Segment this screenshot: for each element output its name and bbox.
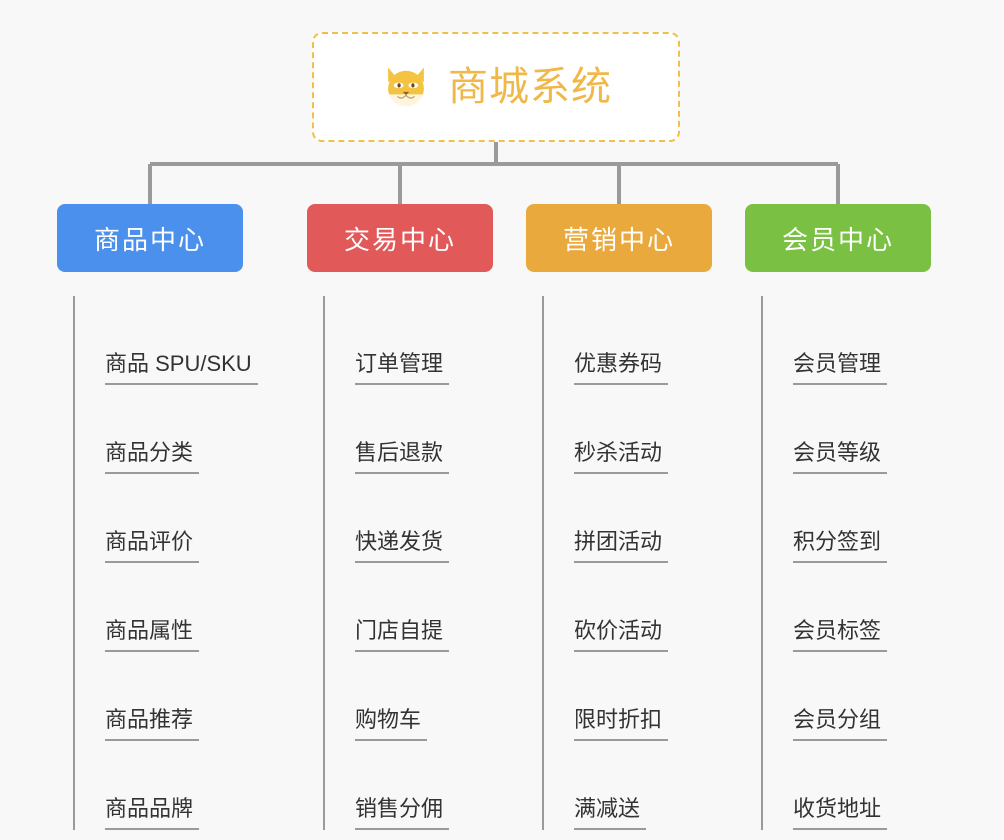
branch-column: 商品中心商品 SPU/SKU 商品分类商品评价商品属性商品推荐商品品牌 bbox=[57, 204, 258, 830]
leaf-label: 门店自提 bbox=[355, 616, 450, 652]
branch-title: 商品中心 bbox=[93, 224, 206, 255]
leaf-label: 会员分组 bbox=[793, 705, 888, 741]
leaf-label: 购物车 bbox=[355, 705, 428, 741]
leaf-node[interactable]: 商品评价 bbox=[73, 474, 243, 563]
leaf-node[interactable]: 销售分佣 bbox=[323, 741, 493, 830]
branch-title: 会员中心 bbox=[781, 224, 894, 255]
leaf-label: 秒杀活动 bbox=[574, 438, 669, 474]
branch-column: 交易中心订单管理售后退款快递发货门店自提购物车销售分佣 bbox=[307, 204, 493, 830]
leaf-node[interactable]: 会员管理 bbox=[761, 296, 931, 385]
branch-spine bbox=[761, 296, 763, 830]
branch-items: 订单管理售后退款快递发货门店自提购物车销售分佣 bbox=[307, 296, 493, 830]
leaf-label: 快递发货 bbox=[355, 527, 450, 563]
leaf-node[interactable]: 商品分类 bbox=[73, 385, 243, 474]
leaf-label: 商品属性 bbox=[105, 616, 200, 652]
leaf-node[interactable]: 优惠券码 bbox=[542, 296, 712, 385]
branch-header[interactable]: 会员中心 bbox=[745, 204, 931, 272]
root-title: 商城系统 bbox=[448, 65, 612, 109]
leaf-node[interactable]: 订单管理 bbox=[323, 296, 493, 385]
leaf-label: 收货地址 bbox=[793, 794, 888, 830]
leaf-node[interactable]: 门店自提 bbox=[323, 563, 493, 652]
leaf-node[interactable]: 会员标签 bbox=[761, 563, 931, 652]
branch-items: 优惠券码秒杀活动拼团活动砍价活动限时折扣满减送 bbox=[526, 296, 712, 830]
leaf-label: 拼团活动 bbox=[574, 527, 669, 563]
leaf-node[interactable]: 砍价活动 bbox=[542, 563, 712, 652]
leaf-node[interactable]: 购物车 bbox=[323, 652, 493, 741]
leaf-node[interactable]: 拼团活动 bbox=[542, 474, 712, 563]
leaf-label: 会员等级 bbox=[793, 438, 888, 474]
leaf-label: 商品分类 bbox=[105, 438, 200, 474]
branch-title: 交易中心 bbox=[343, 224, 456, 255]
leaf-node[interactable]: 满减送 bbox=[542, 741, 712, 830]
shiba-dog-face-icon bbox=[388, 67, 424, 107]
branch-items: 商品 SPU/SKU 商品分类商品评价商品属性商品推荐商品品牌 bbox=[57, 296, 258, 830]
leaf-node[interactable]: 会员分组 bbox=[761, 652, 931, 741]
leaf-node[interactable]: 售后退款 bbox=[323, 385, 493, 474]
leaf-node[interactable]: 限时折扣 bbox=[542, 652, 712, 741]
leaf-label: 优惠券码 bbox=[574, 349, 669, 385]
branch-header[interactable]: 交易中心 bbox=[307, 204, 493, 272]
branch-column: 营销中心优惠券码秒杀活动拼团活动砍价活动限时折扣满减送 bbox=[526, 204, 712, 830]
root-node[interactable]: 商城系统 bbox=[312, 32, 680, 142]
branch-header[interactable]: 商品中心 bbox=[57, 204, 243, 272]
leaf-label: 商品 SPU/SKU bbox=[105, 349, 258, 385]
branch-spine bbox=[542, 296, 544, 830]
leaf-label: 商品推荐 bbox=[105, 705, 200, 741]
leaf-node[interactable]: 商品品牌 bbox=[73, 741, 243, 830]
leaf-node[interactable]: 商品 SPU/SKU bbox=[73, 296, 258, 385]
leaf-label: 会员管理 bbox=[793, 349, 888, 385]
leaf-label: 砍价活动 bbox=[574, 616, 669, 652]
branch-title: 营销中心 bbox=[562, 224, 675, 255]
leaf-node[interactable]: 会员等级 bbox=[761, 385, 931, 474]
leaf-label: 销售分佣 bbox=[355, 794, 450, 830]
leaf-node[interactable]: 收货地址 bbox=[761, 741, 931, 830]
branch-column: 会员中心会员管理会员等级积分签到会员标签会员分组收货地址 bbox=[745, 204, 931, 830]
leaf-label: 满减送 bbox=[574, 794, 647, 830]
leaf-label: 商品评价 bbox=[105, 527, 200, 563]
leaf-label: 售后退款 bbox=[355, 438, 450, 474]
leaf-node[interactable]: 商品推荐 bbox=[73, 652, 243, 741]
leaf-label: 商品品牌 bbox=[105, 794, 200, 830]
leaf-label: 限时折扣 bbox=[574, 705, 669, 741]
leaf-node[interactable]: 快递发货 bbox=[323, 474, 493, 563]
leaf-label: 订单管理 bbox=[355, 349, 450, 385]
branch-items: 会员管理会员等级积分签到会员标签会员分组收货地址 bbox=[745, 296, 931, 830]
leaf-node[interactable]: 积分签到 bbox=[761, 474, 931, 563]
branch-spine bbox=[323, 296, 325, 830]
branch-header[interactable]: 营销中心 bbox=[526, 204, 712, 272]
leaf-label: 积分签到 bbox=[793, 527, 888, 563]
leaf-node[interactable]: 秒杀活动 bbox=[542, 385, 712, 474]
leaf-label: 会员标签 bbox=[793, 616, 888, 652]
leaf-node[interactable]: 商品属性 bbox=[73, 563, 243, 652]
branch-spine bbox=[73, 296, 75, 830]
